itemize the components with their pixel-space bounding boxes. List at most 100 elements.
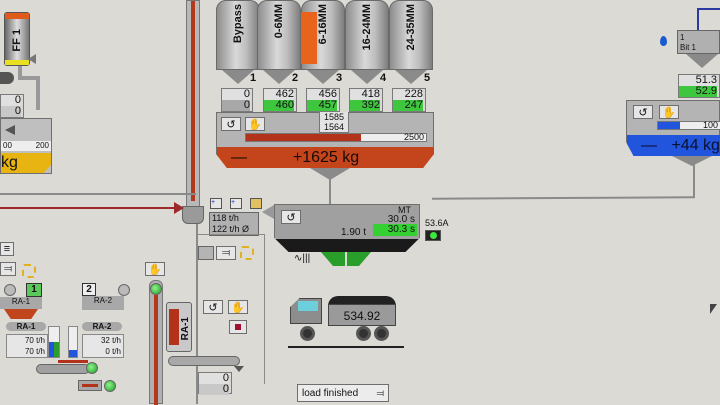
cold-feed-2-number[interactable]: 2 [82,283,96,296]
elevator-foot [182,206,204,224]
bitumen-progress: 100 [657,120,720,130]
filler-pipe [18,66,22,78]
cold-feed-2-rates: 32 t/h 0 t/h [82,334,124,358]
load-finished-button[interactable]: load finished ⫤ [297,384,389,402]
batch-size: 1.90 t [341,227,367,238]
manual-hand-button[interactable]: ✋ [228,300,248,314]
silo-bypass[interactable]: Bypass [216,0,260,70]
aggregate-weight: +1625 kg [292,149,360,166]
valve-icon[interactable] [28,54,36,64]
ra-silo[interactable]: RA-1 [166,302,192,352]
throughput-box: 118 t/h 122 t/h Ø [209,212,259,236]
manual-hand-button[interactable]: ✋ [145,262,165,276]
manual-hand-button[interactable]: ✋ [659,105,679,119]
transfer-belt-status [104,380,116,392]
throughput-avg: 122 t/h Ø [212,224,250,234]
bitumen-line [693,164,695,198]
cold-feed-1-belt[interactable]: RA-1 [6,322,46,331]
silo-16-24mm[interactable]: 16-24MM [345,0,389,70]
silo-values: 418 392 [349,88,383,112]
cycle-icon[interactable] [240,246,254,260]
silo-values: 462 460 [263,88,297,112]
reset-button[interactable]: ↺ [281,210,301,224]
transfer-belt[interactable] [78,380,102,391]
reset-button[interactable]: ↺ [633,105,653,119]
vibrator-icon: ∿||| [294,253,311,264]
motor-status-indicator[interactable] [425,230,441,241]
aggregate-weight-bar: — +1625 kg [217,147,434,168]
bitumen-weight-bar: — +44 kg [627,135,720,156]
cold-elevator [149,280,163,405]
cycle-icon[interactable] [22,264,36,278]
silo-cone [222,70,254,84]
conveyor-button[interactable]: ⫤ [216,246,236,260]
mixer-gate-left[interactable] [321,252,345,266]
filler-silo-ff1[interactable]: FF 1 [4,12,30,66]
cold-feed-1-rates: 70 t/h 70 t/h [6,334,48,358]
ra-values: 0 0 [198,372,232,395]
silo-level-indicator [301,12,317,64]
bitumen-values: 51.3 52.9 [678,74,720,98]
mixer-gate-right[interactable] [347,252,371,266]
cold-feed-2-belt[interactable]: RA-2 [82,322,122,331]
feed-setting-button[interactable]: ≡ [0,242,14,256]
manual-hand-button[interactable]: ✋ [245,117,265,131]
droplet-icon [660,36,667,46]
filler-weight-bar: kg [1,153,51,173]
mixer-title: MT [398,205,411,215]
stop-button[interactable] [229,320,247,334]
silo-values: 456 457 [306,88,340,112]
bitumen-tank[interactable]: 1 Bit 1 [677,30,720,54]
cold-feed-1-number[interactable]: 1 [26,283,42,297]
truck-window [298,301,318,311]
reset-button[interactable]: ↺ [203,300,223,314]
mixer-panel: ↺ MT 30.0 s 1.90 t 30.3 s [274,204,420,252]
collector-belt[interactable] [36,364,90,374]
filler-silo-label: FF 1 [11,29,23,52]
section-divider-v [264,234,265,384]
cold-feed-1-bin[interactable]: RA-1 [0,297,42,309]
silo-0-6mm[interactable]: 0-6MM [257,0,301,70]
aux-box[interactable] [198,246,214,260]
mix-time-set: 30.0 s [387,214,415,225]
silo-cone [263,70,295,84]
silo-cone [307,70,339,84]
aggregate-outlet-line [329,178,331,206]
arrow-head-icon [174,202,184,214]
cold-feed-2-status [118,284,130,296]
folder-icon[interactable] [250,198,262,209]
add-recipe-icon-2[interactable]: + [230,198,242,209]
bitumen-scale-panel: ↺ ✋ 100 — +44 kg [626,100,720,156]
aggregate-outlet-cone [310,168,350,180]
throughput-rate: 118 t/h [212,213,239,223]
load-icon: ⫤ [376,387,384,399]
truck-bed: 534.92 [328,304,396,326]
aggregate-target: 1585 [323,112,345,122]
cold-feed-1-status [4,284,16,296]
add-recipe-icon[interactable]: + [210,198,222,209]
cold-feed-2-bin[interactable]: RA-2 [82,296,124,310]
reset-button[interactable]: ↺ [221,117,241,131]
filler-screw[interactable] [0,72,14,84]
dust-return-arrow [0,207,178,209]
hot-elevator-pipe [186,0,200,212]
return-line [0,193,196,195]
cold-feed-2-gauge [68,326,78,358]
silo-values: 228 247 [392,88,426,112]
conveyor-button[interactable]: ⫤ [0,262,16,276]
silo-24-35mm[interactable]: 24-35MM [389,0,433,70]
silo-6-16mm[interactable]: 6-16MM [301,0,345,70]
valve-arrow-icon [5,125,15,135]
target-current-values: 1585 1564 [319,112,349,133]
bitumen-line-top [697,8,720,10]
cold-feed-1-hopper [4,309,38,319]
silo-number: 5 [424,72,431,84]
bitumen-outlet-cone [672,156,712,166]
ra-belt[interactable] [168,356,240,366]
aggregate-progress: 2500 [245,132,427,142]
mixer-body [275,239,420,252]
filler-scale-panel: 00 200 kg [0,118,52,174]
ra-outlet-arrow [234,366,244,372]
cold-feed-1-gauge [48,326,60,358]
silo-cone [395,70,427,84]
